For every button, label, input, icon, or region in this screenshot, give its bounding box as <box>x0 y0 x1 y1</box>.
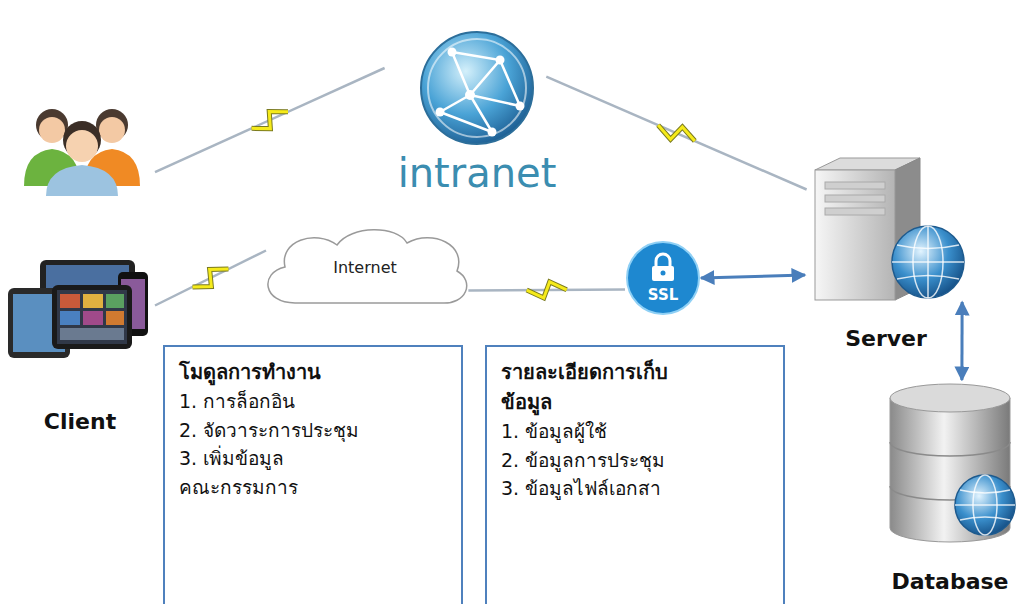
text-group: รายละเอียดการเก็บ ข้อมูล1. ข้อมูลผู้ใช้2… <box>501 357 769 503</box>
lightning-bolt <box>252 112 288 129</box>
users-icon <box>5 105 155 197</box>
text-group: Server <box>845 326 927 352</box>
data-storage-box: รายละเอียดการเก็บ ข้อมูล1. ข้อมูลผู้ใช้2… <box>485 345 785 604</box>
node-label: intranet <box>398 149 557 197</box>
node-label: SSL <box>648 286 679 304</box>
node-label: Database <box>891 569 1008 595</box>
wireless-link <box>546 77 806 190</box>
connector-group <box>468 282 625 298</box>
wireless-link <box>155 68 385 172</box>
server-icon: Server <box>805 152 967 302</box>
list-item: 2. ข้อมูลการประชุม <box>501 446 665 475</box>
wireless-link <box>155 251 266 306</box>
list-item: 1. ข้อมูลผู้ใช้ <box>501 417 607 446</box>
node-label: Client <box>44 409 116 435</box>
lock-body <box>652 266 674 281</box>
database-icon: Database <box>880 380 1020 545</box>
connector-group <box>546 77 806 190</box>
users-illustration <box>24 109 140 196</box>
list-item: 3. ข้อมูลไฟล์เอกสา <box>501 474 661 503</box>
lightning-outline <box>527 282 567 298</box>
box-heading: โมดูลการทำงาน <box>179 357 321 387</box>
text-group: intranet <box>398 149 557 197</box>
client-devices: Client <box>5 250 155 435</box>
text-group: Internet <box>333 258 397 277</box>
lightning-bolt <box>193 269 229 287</box>
ssl-badge: SSL <box>625 240 701 316</box>
connector-group <box>961 302 962 380</box>
text-group: SSL <box>648 286 679 304</box>
lightning-outline <box>658 125 695 141</box>
database-illustration <box>890 384 1015 542</box>
lock-keyhole <box>661 271 666 276</box>
box-heading: รายละเอียดการเก็บ ข้อมูล <box>501 357 716 417</box>
cloud-shape <box>268 230 467 303</box>
lightning-outline <box>193 269 229 287</box>
ssl-disc <box>627 242 699 314</box>
double-arrow <box>701 275 805 278</box>
connector-group <box>701 275 805 278</box>
intranet-globe-illustration <box>421 32 533 144</box>
text-group: โมดูลการทำงาน1. การล็อกอิน2. จัดวาระการป… <box>179 357 447 501</box>
text-group: Database <box>891 569 1008 595</box>
node-label: Internet <box>333 258 397 277</box>
client-devices-illustration <box>8 260 148 358</box>
connector-group <box>155 251 266 306</box>
node-label: Server <box>845 326 927 352</box>
server-illustration <box>815 158 964 300</box>
text-group: Client <box>44 409 116 435</box>
connector-group <box>155 68 385 172</box>
double-arrow <box>960 302 963 380</box>
module-box: โมดูลการทำงาน1. การล็อกอิน2. จัดวาระการป… <box>163 345 463 604</box>
intranet-globe: intranet <box>372 25 582 197</box>
lightning-outline <box>252 112 288 129</box>
list-item: 1. การล็อกอิน <box>179 387 295 416</box>
lightning-bolt <box>527 282 567 298</box>
lock-shackle <box>656 254 670 267</box>
ssl-circle <box>625 240 701 316</box>
list-item: 2. จัดวาระการประชุม <box>179 416 359 445</box>
lightning-bolt <box>658 125 695 141</box>
internet-cloud: Internet <box>255 225 475 310</box>
list-item: 3. เพิ่มข้อมูล คณะกรรมการ <box>179 444 329 501</box>
